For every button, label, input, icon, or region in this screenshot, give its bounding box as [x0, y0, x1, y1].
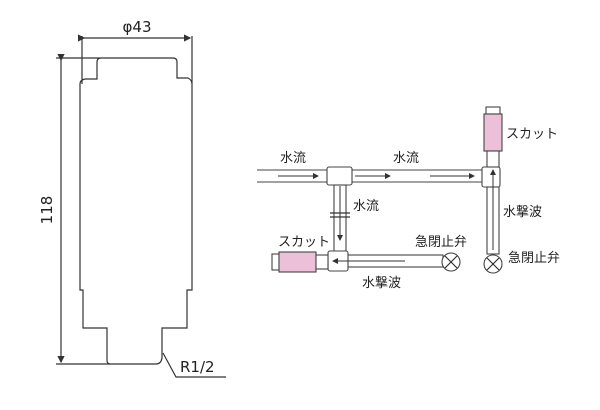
- height-label: 118: [38, 196, 56, 225]
- valve-label: 急閉止弁: [508, 251, 560, 266]
- flow-label: 水流: [353, 199, 379, 214]
- skat-label: スカット: [506, 127, 558, 142]
- quick-close-valve-right: [483, 254, 503, 274]
- piping-diagram: 水流 水流 水流 スカット スカット 水撃波 水撃波 急閉止弁 急閉止弁: [257, 106, 560, 291]
- tee-fitting-right: [481, 166, 501, 188]
- skat-left-body: [278, 251, 317, 273]
- skat-top-cap: [485, 106, 501, 115]
- quick-close-valve-left: [441, 252, 461, 272]
- product-outline-drawing: φ43 118 R1/2: [38, 18, 226, 378]
- water-hammer-label: 水撃波: [362, 275, 401, 291]
- skat-top-body: [483, 113, 503, 152]
- product-outline: [79, 57, 193, 365]
- skat-left-neck: [315, 254, 329, 270]
- valve-label: 急閉止弁: [415, 235, 467, 250]
- tee-fitting-left: [326, 166, 353, 186]
- thread-leader-line: [162, 352, 226, 378]
- skat-left-cap: [271, 253, 280, 271]
- thread-label: R1/2: [180, 358, 215, 376]
- diameter-label: φ43: [123, 18, 152, 36]
- flow-label: 水流: [393, 151, 419, 166]
- skat-top-neck: [486, 150, 500, 168]
- water-hammer-label: 水撃波: [503, 204, 542, 220]
- skat-label: スカット: [278, 235, 330, 250]
- flow-label: 水流: [280, 151, 306, 166]
